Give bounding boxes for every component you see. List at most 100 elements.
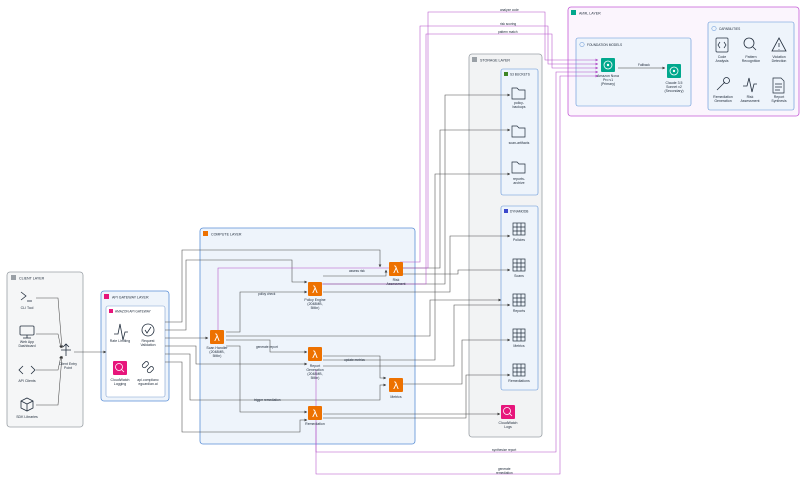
policy-engine-node[interactable]: λ Policy Engine (2048MB, 5Min): [304, 282, 326, 310]
folder-icon: [511, 161, 526, 174]
request-validation-node[interactable]: Request Validation: [140, 323, 156, 347]
code-icon: [715, 37, 729, 53]
svg-text:λ: λ: [312, 285, 318, 296]
nova-pro-node[interactable]: Amazon Nova Pro v1 (Primary): [597, 58, 619, 86]
edge-web-entry: [36, 333, 62, 349]
claude-sonnet-label: Claude 3.5: [666, 81, 683, 85]
cap-violation-detection[interactable]: Violation Detection: [771, 37, 787, 63]
edge-synthesize-report: [315, 70, 599, 453]
edge-gw-policy: [165, 259, 308, 331]
claude-sonnet-label-3: (Secondary): [664, 89, 683, 93]
bucket-scan-artifacts[interactable]: scan-artifacts: [509, 125, 530, 145]
api-gateway-icon: [109, 309, 113, 313]
label-update-metrics: update metrics: [344, 358, 365, 362]
client-entry-node[interactable]: Client Entry Point: [59, 343, 77, 370]
rate-limiting-node[interactable]: Rate Limiting: [110, 323, 130, 343]
cli-tool-node[interactable]: CLI Tool: [21, 291, 34, 310]
claude-sonnet-node[interactable]: Claude 3.5 Sonnet v2 (Secondary): [664, 64, 684, 93]
cap-risk-label-2: Assessment: [740, 99, 759, 103]
table-scans[interactable]: Scans: [512, 258, 526, 278]
report-generation-node[interactable]: λ Report Generation (2048MB, 5Min): [306, 347, 324, 380]
foundation-icon: [579, 42, 585, 47]
risk-assessment-node[interactable]: λ Risk Assessment: [386, 262, 406, 286]
report-generation-label: Report: [310, 364, 321, 368]
label-generate-remediation: generate: [498, 467, 511, 471]
edge-risk-scoring: [400, 25, 599, 263]
bucket-reports-archive[interactable]: reports- archive: [511, 161, 526, 185]
edge-gw-report: [165, 345, 308, 366]
dynamodb-icon: [504, 209, 508, 213]
cap-code-label: Code: [718, 55, 726, 59]
metrics-lambda-node[interactable]: λ Metrics: [389, 378, 403, 399]
api-clients-node[interactable]: API Clients: [18, 365, 36, 383]
sdk-libraries-node[interactable]: SDK Libraries: [16, 397, 38, 419]
client-layer: CLIENT LAYER: [6, 271, 84, 428]
compute-layer-title: COMPUTE LAYER: [211, 233, 242, 237]
scan-handler-label-3: 5Min): [213, 354, 222, 358]
remediation-lambda-node[interactable]: λ Remediation: [305, 406, 325, 426]
cap-violation-label: Violation: [772, 55, 785, 59]
folder-icon: [511, 87, 526, 100]
cap-report-label-2: Synthesis: [771, 99, 786, 103]
bucket-reports-archive-label-2: archive: [513, 181, 524, 185]
label-generate-report: generate report: [256, 345, 278, 349]
cloudwatch-logging-label: CloudWatch: [111, 378, 130, 382]
cap-code-analysis[interactable]: Code Analysis: [715, 37, 729, 63]
sdk-libraries-label: SDK Libraries: [16, 415, 38, 419]
pulse-icon: [114, 323, 128, 341]
table-metrics-label: Metrics: [513, 344, 525, 348]
scan-handler-node[interactable]: λ Scan Handler (2048MB, 5Min): [206, 330, 228, 358]
edge-sdk-entry: [36, 355, 64, 406]
cloudwatch-logs-node[interactable]: CloudWatch Logs: [499, 405, 518, 429]
table-scans-label: Scans: [514, 274, 524, 278]
table-remediations[interactable]: Remediations: [508, 363, 530, 383]
nova-pro-label-2: Pro v1: [603, 78, 613, 82]
cap-pattern-label-2: Recognition: [742, 59, 761, 63]
ai-layer-icon: [571, 10, 576, 15]
storage-layer-title: STORAGE LAYER: [480, 59, 510, 63]
table-icon: [512, 293, 526, 307]
label-fallback: Fallback: [638, 63, 650, 67]
ai-layer-title: AI/ML LAYER: [579, 12, 601, 16]
nova-pro-label: Amazon Nova: [597, 74, 619, 78]
label-assess-risk: assess risk: [349, 269, 365, 273]
edge-scan-scans: [226, 298, 502, 337]
table-policies[interactable]: Policies: [512, 222, 526, 242]
lambda-icon: [308, 282, 322, 296]
client-layer-icon: [11, 275, 16, 280]
document-icon: [772, 77, 785, 94]
label-generate-remediation-2: remediation: [496, 471, 513, 475]
custom-domain-node[interactable]: api.complianc eguardian.ai: [137, 361, 159, 386]
table-metrics[interactable]: Metrics: [512, 328, 526, 348]
lambda-icon: [389, 378, 403, 392]
folder-icon: [511, 125, 526, 138]
policy-engine-label-2: (2048MB,: [307, 302, 322, 306]
edge-report-metrics: [323, 355, 387, 380]
cap-risk-assessment[interactable]: Risk Assessment: [740, 77, 760, 103]
table-remediations-label: Remediations: [508, 379, 530, 383]
web-app-node[interactable]: Web App Dashboard: [18, 325, 36, 348]
cap-pattern-recognition[interactable]: Pattern Recognition: [742, 37, 761, 63]
api-gateway-title: AMAZON API GATEWAY: [115, 310, 152, 314]
cloudwatch-logging-node[interactable]: CloudWatch Logging: [111, 361, 130, 386]
edge-policy-risk: [323, 269, 388, 277]
edge-scan-remediation: [226, 345, 308, 414]
cli-tool-label: CLI Tool: [21, 306, 34, 310]
lambda-icon: [308, 406, 322, 420]
request-validation-label: Request: [141, 339, 154, 343]
cap-report-synthesis[interactable]: Report Synthesis: [771, 77, 787, 103]
ai-ml-layer: AI/ML LAYER FOUNDATION MODELS CAPABILITI…: [567, 6, 800, 117]
api-layer-icon: [104, 294, 109, 299]
warning-icon: [771, 37, 787, 52]
web-app-label-2: Dashboard: [18, 344, 35, 348]
api-gateway-layer: API GATEWAY LAYER AMAZON API GATEWAY: [100, 290, 170, 402]
client-entry-label-2: Point: [64, 366, 72, 370]
bucket-policy-backups[interactable]: policy- backups: [511, 87, 526, 109]
cap-remediation-generation[interactable]: Remediation Generation: [713, 77, 733, 104]
cloudwatch-logs-label-2: Logs: [504, 425, 512, 429]
client-layer-title: CLIENT LAYER: [19, 277, 45, 281]
capabilities-title: CAPABILITIES: [719, 27, 740, 31]
table-reports[interactable]: Reports: [512, 293, 526, 313]
lambda-icon: [308, 347, 322, 361]
